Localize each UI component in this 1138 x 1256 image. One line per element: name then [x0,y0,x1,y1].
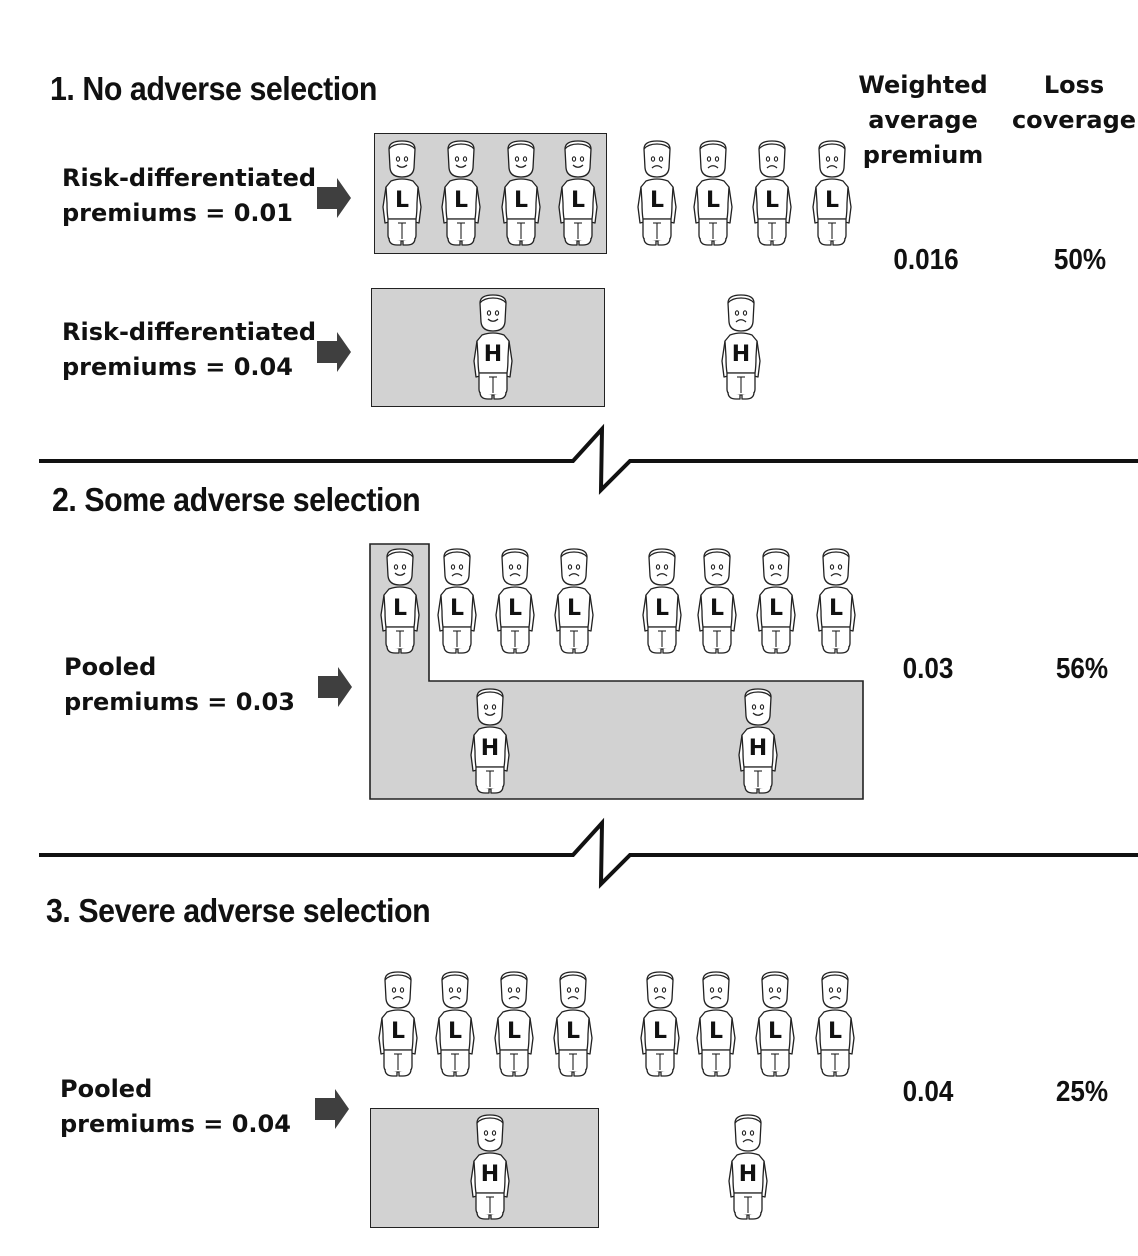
label-line: Risk-differentiated [62,318,317,346]
low-risk-insured-person-icon: L [377,137,427,249]
section-2-loss-coverage: 56% [1055,653,1109,685]
weighted-average-premium-header: Weighted average premium [858,68,988,173]
arrow-icon [315,1089,349,1129]
svg-text:L: L [710,596,724,621]
svg-text:H: H [481,1162,499,1187]
section-2-title: 2. Some adverse selection [52,481,421,518]
label-line: premiums = 0.04 [60,1110,291,1138]
low-risk-uninsured-person-icon: L [811,545,861,657]
low-risk-insured-person-icon: L [553,137,603,249]
high-risk-insured-person-icon: H [468,291,518,403]
high-risk-uninsured-person-icon: H [716,291,766,403]
low-risk-uninsured-person-icon: L [373,968,423,1080]
section-divider [39,817,1138,889]
high-risk-insured-person-icon: H [465,685,515,797]
low-risk-insured-person-icon: L [496,137,546,249]
svg-text:L: L [706,188,720,213]
low-risk-uninsured-person-icon: L [549,545,599,657]
low-risk-insured-person-icon: L [375,545,425,657]
low-risk-uninsured-person-icon: L [430,968,480,1080]
svg-text:L: L [650,188,664,213]
svg-text:L: L [507,1019,521,1044]
svg-text:H: H [732,342,750,367]
svg-text:L: L [454,188,468,213]
low-risk-uninsured-person-icon: L [637,545,687,657]
low-risk-uninsured-person-icon: L [489,968,539,1080]
header-line: Weighted [858,71,988,99]
svg-text:L: L [765,188,779,213]
section-3-loss-coverage: 25% [1055,1076,1109,1108]
section-1-row-1-label: Risk-differentiated premiums = 0.01 [62,161,316,231]
svg-text:L: L [655,596,669,621]
svg-text:L: L [395,188,409,213]
section-3-title: 3. Severe adverse selection [46,892,431,929]
low-risk-uninsured-person-icon: L [490,545,540,657]
label-line: premiums = 0.03 [64,688,295,716]
section-2-row-1-label: Pooled premiums = 0.03 [64,650,295,720]
svg-text:L: L [448,1019,462,1044]
svg-text:L: L [709,1019,723,1044]
label-line: premiums = 0.01 [62,199,293,227]
svg-text:L: L [567,596,581,621]
arrow-icon [317,332,351,372]
high-risk-uninsured-person-icon: H [723,1111,773,1223]
header-line: Loss [1043,71,1105,99]
label-line: Pooled [64,653,157,681]
header-line: average [868,106,978,134]
arrow-icon [317,178,351,218]
svg-text:L: L [653,1019,667,1044]
svg-text:L: L [566,1019,580,1044]
svg-text:L: L [391,1019,405,1044]
svg-text:L: L [571,188,585,213]
arrow-icon [318,667,352,707]
svg-text:L: L [829,596,843,621]
section-2-weighted-average-premium: 0.03 [902,653,954,685]
low-risk-insured-person-icon: L [436,137,486,249]
section-1-weighted-average-premium: 0.016 [893,244,959,276]
svg-text:L: L [825,188,839,213]
svg-text:L: L [769,596,783,621]
low-risk-uninsured-person-icon: L [691,968,741,1080]
low-risk-uninsured-person-icon: L [692,545,742,657]
label-line: premiums = 0.04 [62,353,293,381]
svg-text:L: L [828,1019,842,1044]
low-risk-uninsured-person-icon: L [747,137,797,249]
svg-text:L: L [450,596,464,621]
svg-text:L: L [514,188,528,213]
low-risk-uninsured-person-icon: L [548,968,598,1080]
section-1-loss-coverage: 50% [1053,244,1107,276]
header-line: coverage [1011,106,1137,134]
label-line: Pooled [60,1075,153,1103]
svg-text:L: L [508,596,522,621]
low-risk-uninsured-person-icon: L [688,137,738,249]
svg-text:L: L [768,1019,782,1044]
section-1-row-2-label: Risk-differentiated premiums = 0.04 [62,315,316,385]
section-3-weighted-average-premium: 0.04 [902,1076,954,1108]
header-line: premium [862,141,984,169]
low-risk-uninsured-person-icon: L [432,545,482,657]
low-risk-uninsured-person-icon: L [632,137,682,249]
high-risk-insured-person-icon: H [465,1111,515,1223]
low-risk-uninsured-person-icon: L [751,545,801,657]
section-3-row-1-label: Pooled premiums = 0.04 [60,1072,291,1142]
section-divider [39,423,1138,495]
svg-text:L: L [393,596,407,621]
svg-text:H: H [481,736,499,761]
high-risk-insured-person-icon: H [733,685,783,797]
low-risk-uninsured-person-icon: L [635,968,685,1080]
loss-coverage-header: Loss coverage [1010,68,1138,138]
section-1-title: 1. No adverse selection [50,70,377,107]
label-line: Risk-differentiated [62,164,317,192]
svg-text:H: H [484,342,502,367]
svg-text:H: H [749,736,767,761]
svg-text:H: H [739,1162,757,1187]
low-risk-uninsured-person-icon: L [807,137,857,249]
low-risk-uninsured-person-icon: L [810,968,860,1080]
low-risk-uninsured-person-icon: L [750,968,800,1080]
